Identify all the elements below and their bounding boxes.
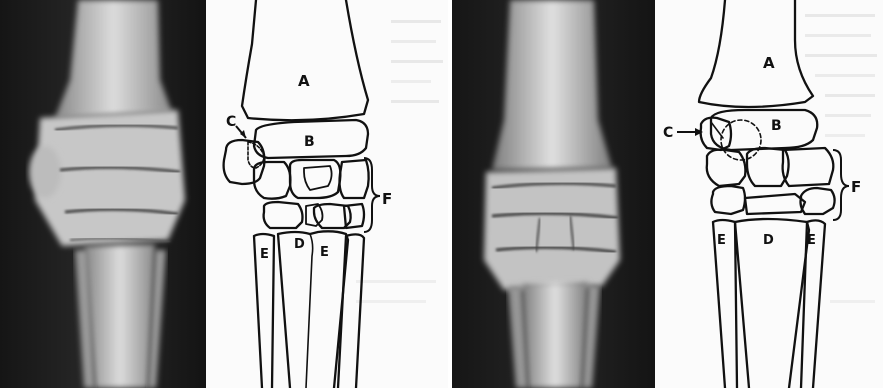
right-label-d: D [763, 233, 774, 248]
right-label-b: B [771, 118, 782, 134]
left-drawing: A B C F E D E [206, 0, 448, 388]
right-label-a: A [763, 54, 775, 72]
right-drawing-panel: A B C F E D E [655, 0, 883, 388]
left-xray-panel [0, 0, 206, 388]
left-drawing-panel: A B C F E D E [206, 0, 448, 388]
left-label-c: C [226, 114, 236, 130]
right-bracket-f [833, 150, 849, 220]
right-radial-carpal-outline [711, 110, 817, 150]
left-label-a: A [298, 72, 310, 90]
right-xray-cannon [522, 282, 588, 388]
right-label-e-lateral: E [807, 233, 816, 248]
right-xray-image [452, 0, 655, 388]
right-label-c: C [663, 125, 673, 141]
left-radius-outline [242, 0, 368, 120]
left-xray-image [0, 0, 206, 388]
left-label-f: F [382, 190, 392, 208]
left-label-b: B [304, 134, 315, 150]
left-bracket-f [364, 158, 380, 232]
right-xray-panel [452, 0, 655, 388]
left-xray-accessory [29, 146, 61, 198]
right-label-e-medial: E [717, 233, 726, 248]
right-label-f: F [851, 178, 861, 196]
left-label-e-medial: E [260, 247, 269, 262]
left-label-e-lateral: E [320, 245, 329, 260]
left-cannon-outline [278, 231, 348, 388]
left-xray-cannon [85, 244, 155, 388]
right-xray-radius [492, 0, 612, 170]
right-drawing: A B C F E D E [655, 0, 883, 388]
right-radius-outline [699, 0, 813, 107]
background-text-bleed [356, 20, 443, 303]
left-label-d: D [294, 237, 305, 252]
left-splint-lateral-outline [338, 234, 364, 388]
